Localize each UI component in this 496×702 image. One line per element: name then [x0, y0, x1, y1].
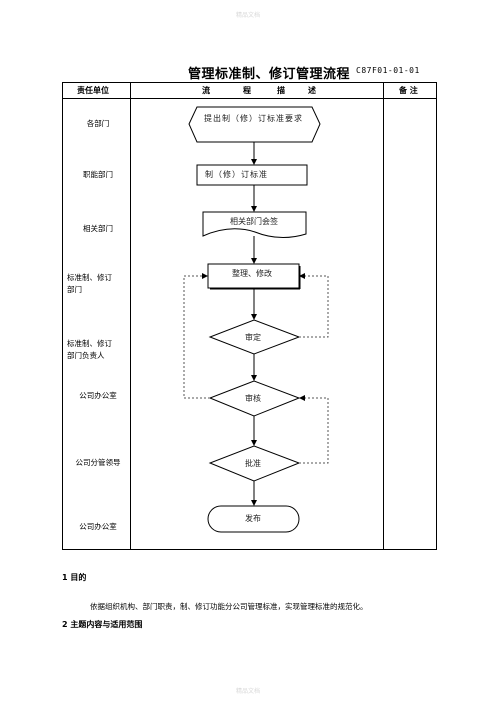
node-publish: 发布 [245, 514, 261, 523]
header-desc-1: 流 [202, 86, 210, 95]
header-unit: 责任单位 [77, 86, 109, 95]
node-approve: 批准 [245, 459, 261, 468]
page-title: 管理标准制、修订管理流程 [188, 67, 351, 82]
section-2-title: 2 主题内容与适用范围 [62, 620, 143, 629]
dept-all: 各部门 [86, 119, 110, 128]
column-divider-2 [383, 83, 384, 549]
node-draft: 制（修）订标准 [205, 170, 268, 179]
process-table: 责任单位 流 程 描 述 备 注 各部门 职能部门 相关部门 标准制、修订部门 … [62, 82, 437, 550]
dept-functional: 职能部门 [83, 170, 113, 179]
header-note: 备 注 [399, 86, 418, 95]
header-desc-4: 述 [308, 86, 316, 95]
dept-leader: 公司分管领导 [75, 458, 121, 467]
header-desc-2: 程 [243, 86, 251, 95]
watermark-top: 精品文档 [236, 12, 261, 19]
publish-shape [207, 505, 300, 533]
loop-review-revise [299, 273, 329, 338]
section-1-title: 1 目的 [62, 573, 87, 582]
node-review: 审定 [245, 333, 261, 342]
watermark-bottom: 精品文档 [236, 688, 261, 695]
document-code: C87F01-01-01 [356, 66, 420, 75]
dept-standard-head: 标准制、修订部门负责人 [67, 339, 112, 360]
node-countersign: 相关部门会签 [230, 217, 278, 226]
column-divider-1 [130, 83, 131, 549]
loop-audit-revise [183, 273, 210, 399]
node-audit: 审核 [245, 394, 261, 403]
header-divider [63, 98, 436, 99]
dept-office: 公司办公室 [79, 391, 117, 400]
node-revise: 整理、修改 [232, 269, 272, 278]
node-start: 提出制（修）订标准要求 [204, 114, 303, 123]
countersign-shape [202, 211, 307, 238]
dept-related: 相关部门 [83, 224, 113, 233]
loop-approve-audit [299, 395, 329, 464]
start-shape [188, 106, 321, 143]
dept-office-2: 公司办公室 [79, 522, 117, 531]
section-1-text: 依据组织机构、部门职责，制、修订功能分公司管理标准，实现管理标准的规范化。 [90, 602, 368, 611]
dept-standard: 标准制、修订部门 [67, 273, 112, 294]
draft-shape [196, 164, 308, 186]
header-desc-3: 描 [277, 86, 285, 95]
